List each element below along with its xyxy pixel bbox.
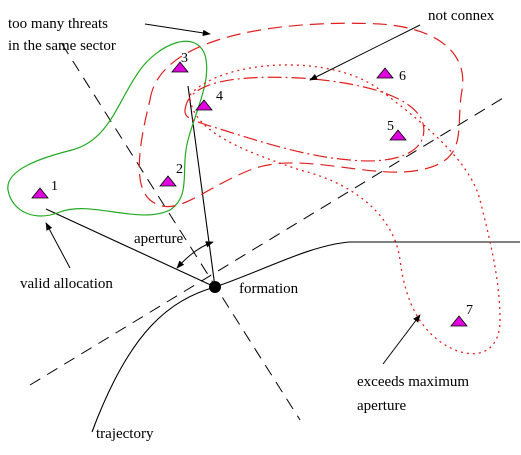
sector-line-lower-left-upper-right (29, 94, 509, 386)
sector-boundary-lines (29, 43, 509, 421)
not-connex-label: not connex (428, 8, 495, 24)
valid-allocation-arrow (45, 222, 71, 269)
threat-4-icon (195, 99, 213, 111)
trajectory-curve (91, 241, 520, 433)
threat-1-label: 1 (51, 179, 58, 194)
threat-7-label: 7 (466, 303, 473, 318)
threat-2-icon (159, 175, 177, 187)
not-connex-arrow (309, 24, 421, 81)
threat-markers (31, 61, 468, 327)
threat-7-icon (450, 315, 468, 327)
not-connex-region (184, 76, 425, 162)
too-many-threats-region (138, 22, 464, 208)
exceeds-aperture-label-line1: exceeds maximum (357, 374, 469, 390)
threat-6-label: 6 (399, 69, 406, 84)
threat-3-icon (171, 61, 189, 73)
too-many-threats-arrow (144, 23, 211, 37)
threat-6-icon (376, 67, 394, 79)
aperture-line-to-threat-1 (45, 208, 216, 288)
trajectory-label: trajectory (96, 426, 154, 442)
aperture-lines (45, 85, 216, 288)
threat-3-label: 3 (181, 51, 188, 66)
exceeds-aperture-arrow (382, 314, 421, 365)
formation-marker (209, 281, 221, 293)
threat-4-label: 4 (216, 89, 223, 104)
exceeds-aperture-label-line2: aperture (357, 398, 406, 414)
sector-line-upper-left (61, 43, 301, 421)
valid-allocation-region (7, 40, 208, 217)
threat-2-label: 2 (176, 162, 183, 177)
threat-5-icon (389, 129, 407, 141)
formation-label: formation (239, 281, 299, 297)
threat-1-icon (31, 187, 49, 199)
valid-allocation-label: valid allocation (20, 276, 113, 292)
aperture-line-to-threat-3 (187, 85, 216, 288)
too-many-threats-label-line2: in the same sector (8, 38, 116, 54)
threat-5-label: 5 (387, 119, 394, 134)
too-many-threats-label-line1: too many threats (8, 16, 108, 32)
aperture-arc (176, 241, 214, 269)
aperture-label: aperture (134, 231, 183, 247)
exceeds-aperture-region (189, 64, 501, 355)
annotation-arrows (45, 23, 421, 365)
